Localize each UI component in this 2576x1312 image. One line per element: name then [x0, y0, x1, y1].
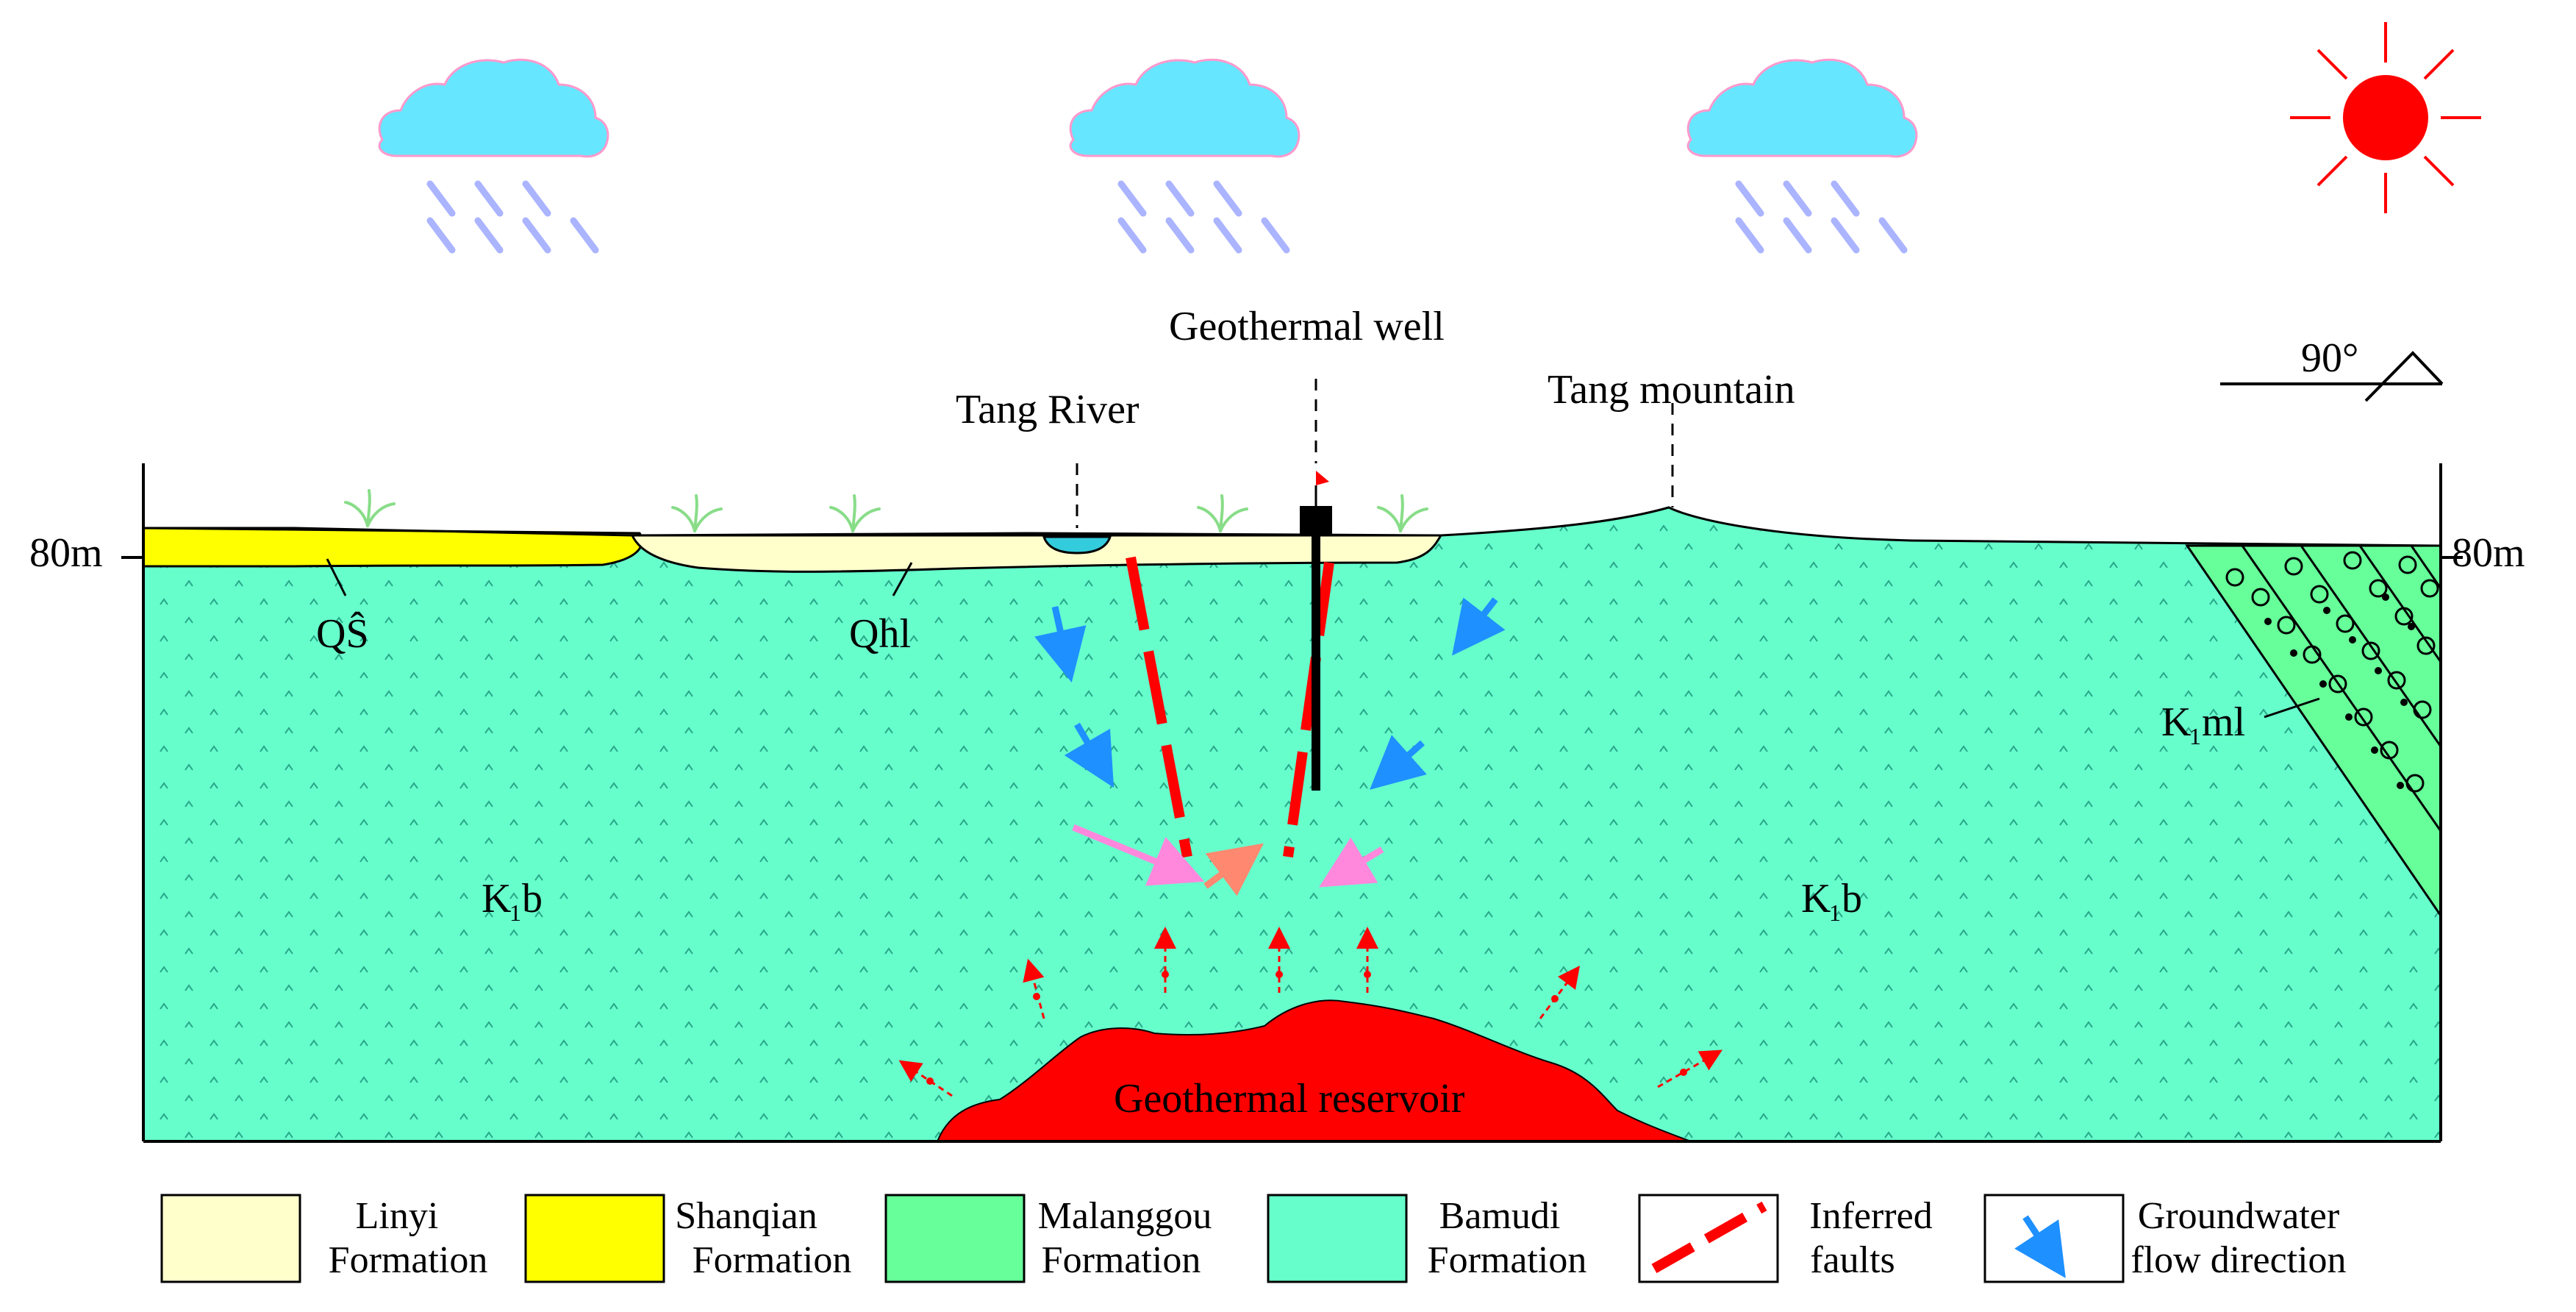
svg-text:Bamudi: Bamudi — [1439, 1195, 1561, 1237]
sun-icon — [2290, 22, 2481, 213]
legend: Linyi Formation Shanqian Formation Malan… — [160, 1194, 2347, 1283]
svg-text:ml: ml — [2202, 699, 2245, 745]
svg-text:1: 1 — [2189, 723, 2201, 749]
svg-text:Formation: Formation — [1428, 1239, 1587, 1281]
grass-icons — [344, 489, 1428, 532]
svg-text:Formation: Formation — [693, 1239, 852, 1281]
tang-river-label: Tang River — [956, 387, 1139, 432]
elevation-left-label: 80m — [29, 530, 103, 576]
svg-text:flow direction: flow direction — [2130, 1239, 2346, 1281]
legend-item-shanqian: Shanqian Formation — [524, 1194, 852, 1283]
salmon-arrow-icon — [1203, 843, 1264, 896]
shanqian-formation — [142, 527, 643, 568]
dip-angle-label: 90° — [2301, 335, 2358, 381]
groundwater-flow-arrows — [1034, 597, 1506, 790]
sandstone-dots — [2264, 593, 2415, 789]
legend-item-inferred-faults: Inferred faults — [1638, 1194, 1933, 1283]
elevation-right-label: 80m — [2452, 530, 2525, 576]
rain-cloud-right-icon — [1686, 58, 1918, 250]
svg-text:Linyi: Linyi — [356, 1195, 439, 1237]
groundwater-arrow-icon — [1370, 735, 1427, 790]
svg-text:faults: faults — [1810, 1239, 1895, 1281]
svg-text:1: 1 — [509, 899, 521, 926]
inferred-faults — [1126, 556, 1334, 858]
mixing-flow-arrows — [1072, 824, 1384, 896]
svg-text:K: K — [1801, 876, 1831, 921]
tang-river — [1042, 535, 1112, 555]
k1b-left-label: K 1 b — [482, 876, 543, 926]
legend-item-malanggou: Malanggou Formation — [884, 1194, 1212, 1283]
k1b-right-label: K 1 b — [1801, 876, 1862, 926]
geothermal-well — [1300, 379, 1332, 791]
geothermal-reservoir — [936, 999, 1692, 1142]
svg-text:Groundwater: Groundwater — [2138, 1195, 2339, 1237]
heat-dots — [926, 971, 1687, 1085]
svg-text:Formation: Formation — [329, 1239, 488, 1281]
inferred-fault-right — [1283, 562, 1334, 858]
pink-arrow-icon — [1072, 824, 1205, 886]
svg-text:b: b — [1842, 876, 1862, 921]
svg-text:K: K — [2161, 699, 2191, 745]
rain-cloud-middle-icon — [1069, 58, 1300, 250]
fault-legend-icon — [1651, 1201, 1767, 1274]
reservoir-label: Geothermal reservoir — [1114, 1076, 1465, 1122]
rain-cloud-left-icon — [378, 58, 609, 250]
dip-angle-symbol: 90° — [2220, 335, 2444, 402]
geothermal-well-label: Geothermal well — [1169, 304, 1445, 349]
svg-text:Malanggou: Malanggou — [1038, 1195, 1212, 1237]
svg-text:b: b — [522, 876, 543, 921]
svg-text:Formation: Formation — [1042, 1239, 1201, 1281]
tang-mountain-label: Tang mountain — [1548, 367, 1795, 413]
pink-arrow-icon — [1319, 837, 1384, 888]
qhl-label: Qhl — [849, 611, 911, 657]
svg-text:K: K — [482, 876, 511, 921]
groundwater-arrow-icon — [1452, 597, 1506, 656]
linyi-formation — [630, 534, 1443, 573]
svg-text:Inferred: Inferred — [1809, 1195, 1932, 1237]
legend-item-groundwater: Groundwater flow direction — [1983, 1194, 2347, 1283]
inferred-fault-left — [1126, 556, 1192, 858]
svg-text:1: 1 — [1829, 899, 1841, 926]
groundwater-arrow-icon — [1064, 722, 1115, 788]
conglomerate-pattern — [2225, 551, 2439, 793]
groundwater-legend-icon — [2014, 1215, 2066, 1279]
qs-label: QŜ — [316, 610, 369, 657]
k1ml-label: K 1 ml — [2161, 699, 2245, 749]
svg-text:Shanqian: Shanqian — [675, 1195, 817, 1237]
groundwater-arrow-icon — [1034, 606, 1087, 683]
legend-item-linyi: Linyi Formation — [160, 1194, 488, 1283]
legend-item-bamudi: Bamudi Formation — [1267, 1194, 1587, 1283]
well-flag-icon — [1316, 471, 1329, 485]
